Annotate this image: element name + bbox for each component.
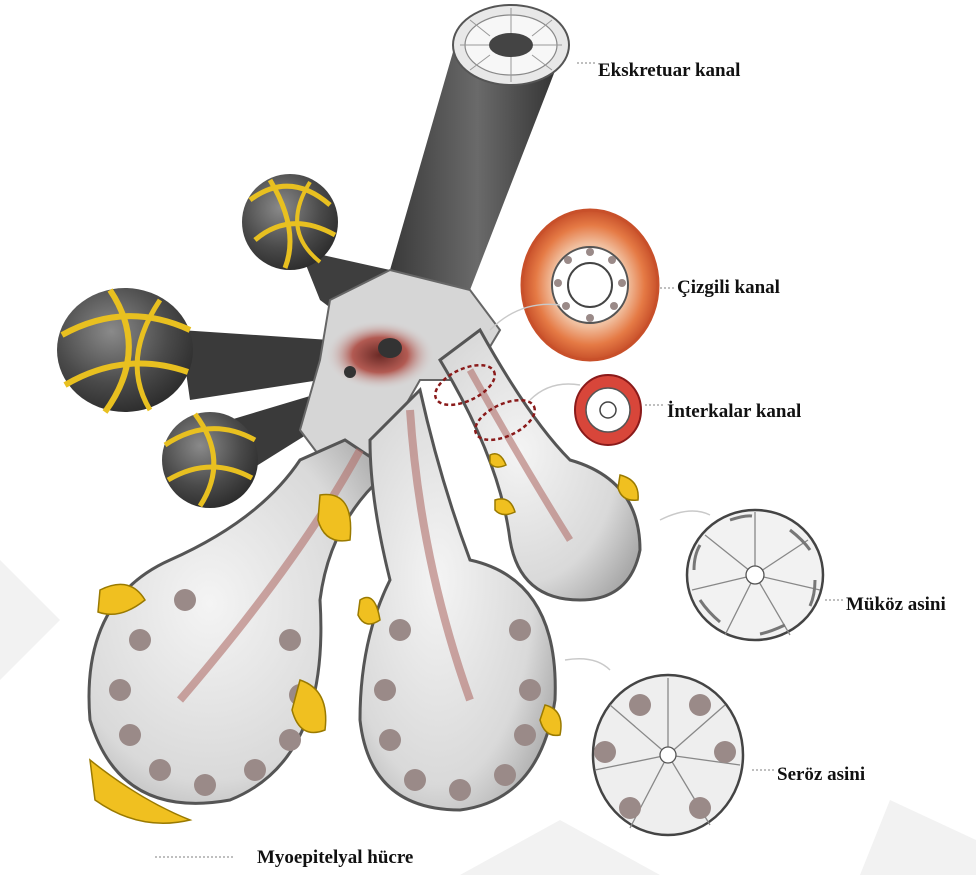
label-ekskretuar-kanal: Ekskretuar kanal [598,60,740,81]
label-seroz-asini: Seröz asini [777,764,865,785]
serous-acinus-section [593,675,743,835]
mucous-acinus-bottom [162,412,258,508]
mucous-acinus-section [687,510,823,640]
label-myoepitelyal-hucre: Myoepitelyal hücre [257,847,413,868]
striated-duct-section [522,210,658,360]
label-cizgili-kanal: Çizgili kanal [677,277,780,298]
mucous-acinus-top [242,174,338,270]
label-mukoz-asini: Müköz asini [846,594,946,615]
label-interkalar-kanal: İnterkalar kanal [667,401,801,422]
mucous-acinus-left [57,288,193,412]
intercalated-duct-section [575,375,641,445]
